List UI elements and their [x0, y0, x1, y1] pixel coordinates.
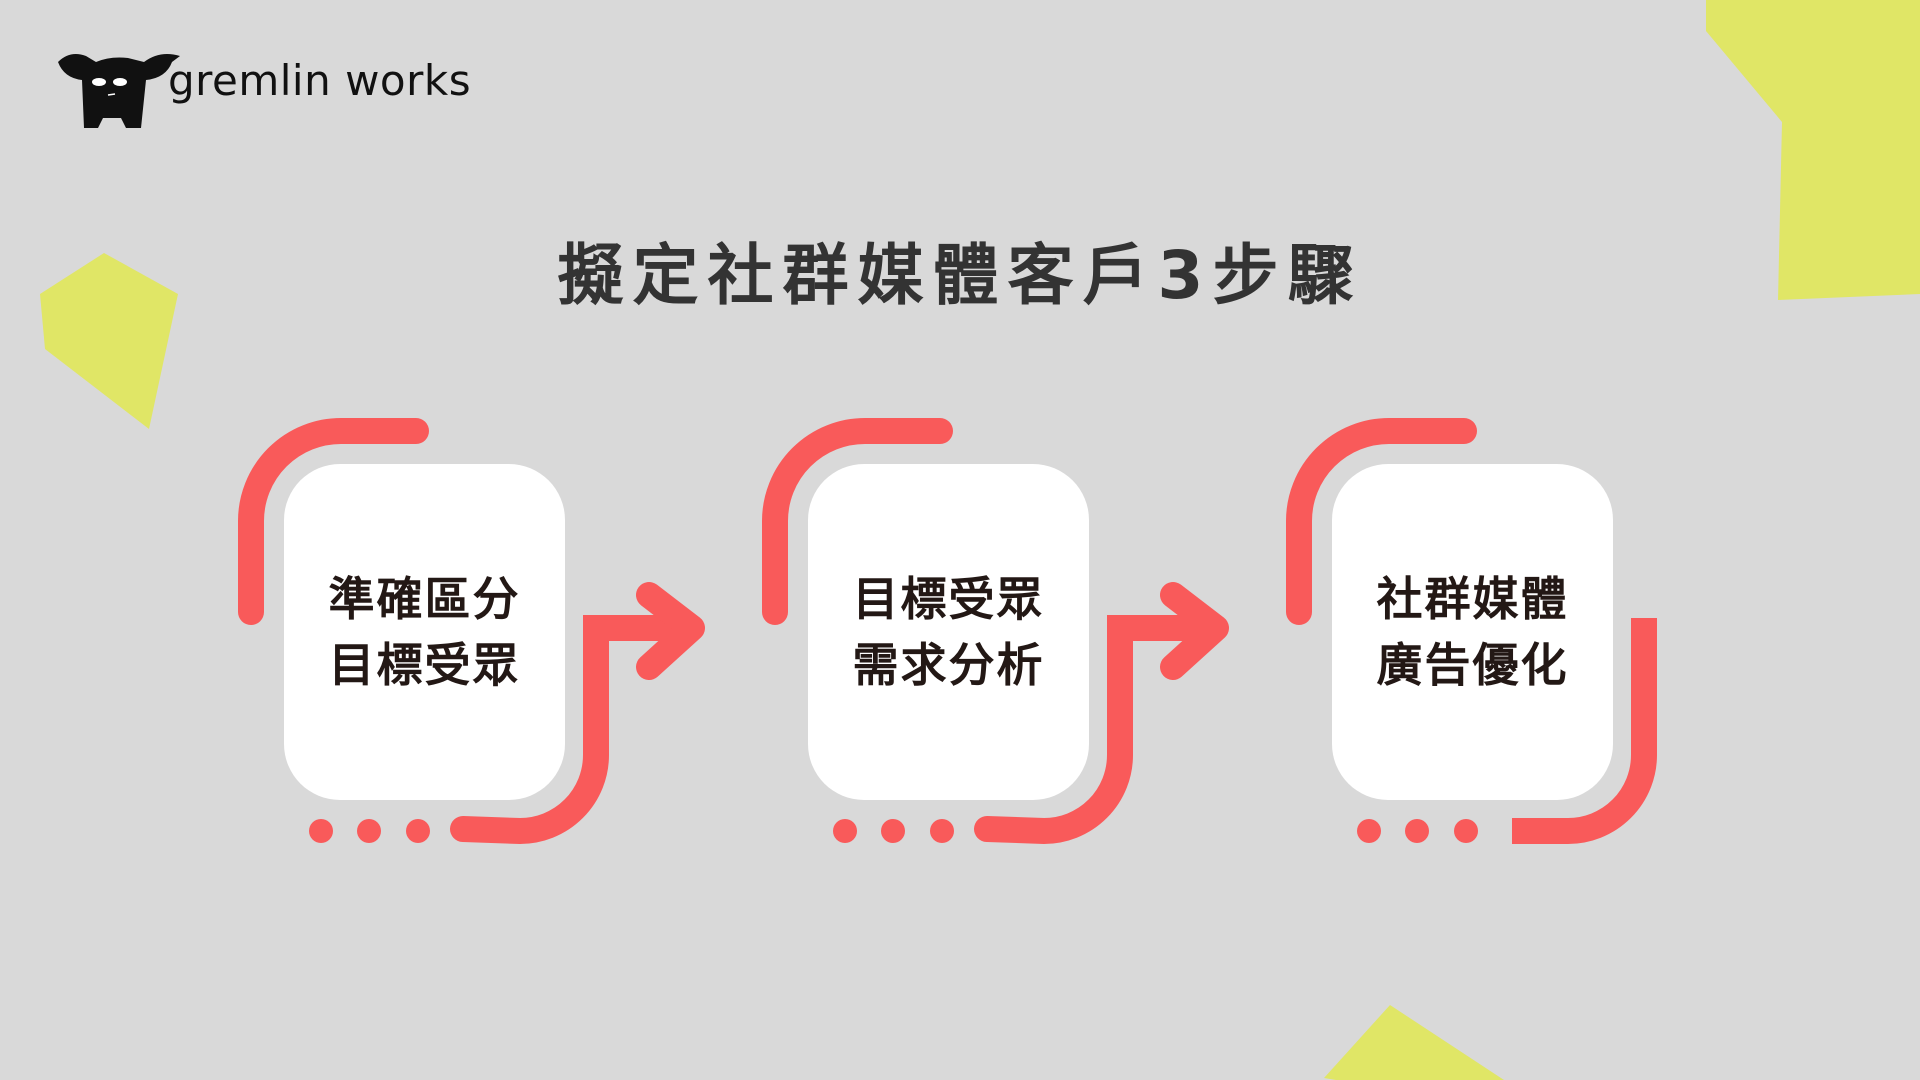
step-2-dot-2 — [881, 819, 905, 843]
step-1-dot-1 — [309, 819, 333, 843]
step-1-dot-2 — [357, 819, 381, 843]
decor-shape-left — [40, 253, 178, 429]
step-card-3: 社群媒體 廣告優化 — [1332, 464, 1613, 800]
step-1-connector-arrow — [450, 615, 703, 845]
step-card-2: 目標受眾 需求分析 — [808, 464, 1089, 800]
step-3-dot-3 — [1454, 819, 1478, 843]
step-1-dot-3 — [406, 819, 430, 843]
decor-shape-top-right — [1706, 0, 1920, 300]
brand-name: gremlin works — [168, 56, 472, 105]
arrow-head-icon — [1160, 582, 1229, 680]
step-1-line-1: 準確區分 — [328, 572, 521, 626]
step-card-1: 準確區分 目標受眾 — [284, 464, 565, 800]
step-3-line-1: 社群媒體 — [1376, 572, 1569, 626]
step-1-line-2: 目標受眾 — [328, 638, 521, 692]
step-2-line-1: 目標受眾 — [852, 572, 1045, 626]
step-2-dot-3 — [930, 819, 954, 843]
step-2-line-2: 需求分析 — [852, 638, 1045, 692]
step-3-dot-2 — [1405, 819, 1429, 843]
step-3-dot-1 — [1357, 819, 1381, 843]
logo-mascot-icon — [58, 54, 180, 128]
step-2-top-bracket — [762, 418, 953, 625]
step-1-top-bracket — [238, 418, 429, 625]
step-3-closing-bracket — [1512, 618, 1657, 844]
step-2-dot-1 — [833, 819, 857, 843]
step-3-top-bracket — [1286, 418, 1477, 625]
page-title: 擬定社群媒體客戶3步驟 — [557, 237, 1363, 314]
decor-shape-bottom — [1324, 1005, 1504, 1080]
step-2-connector-arrow — [974, 615, 1227, 845]
arrow-head-icon — [636, 582, 705, 680]
step-3-line-2: 廣告優化 — [1376, 638, 1569, 692]
